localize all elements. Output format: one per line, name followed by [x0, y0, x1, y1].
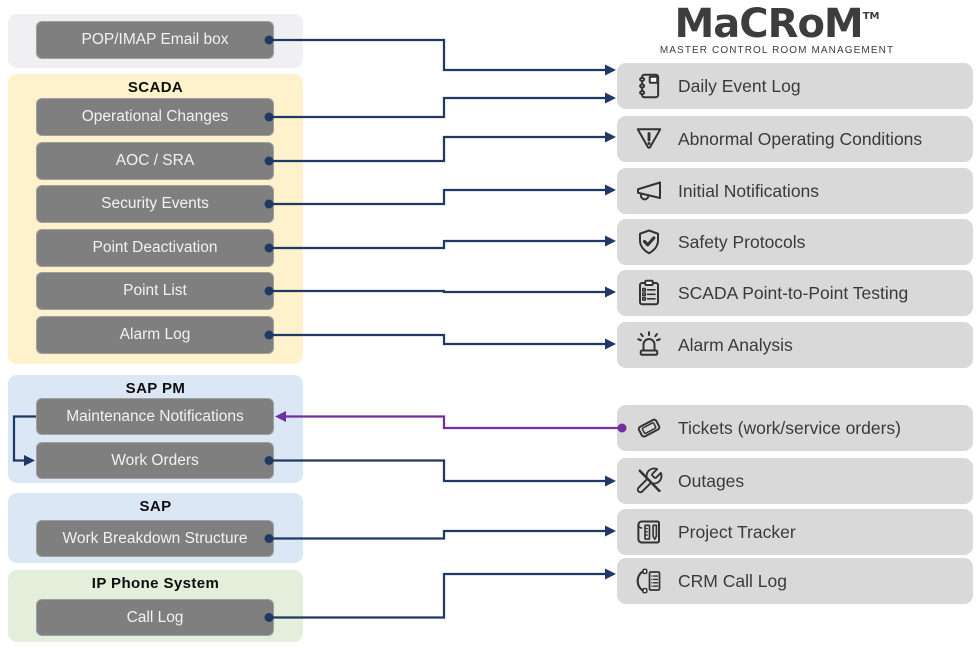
macrom-logo-wordmark: MaCRoMTM	[674, 1, 880, 47]
notebook-icon	[633, 70, 665, 102]
feature-initial-notifications: Initial Notifications	[617, 168, 973, 214]
edge-security-events-to-initial-notifications	[264, 184, 616, 209]
source-group-ip-phone: IP Phone System Call Log	[8, 570, 303, 642]
edge-aoc-sra-to-abnormal-operating-conditions	[264, 131, 616, 166]
edge-point-list-to-scada-point-to-point-testing	[264, 286, 616, 298]
node-maintenance-notifications: Maintenance Notifications	[36, 398, 274, 435]
feature-label: Alarm Analysis	[678, 334, 793, 355]
warning-triangle-icon	[633, 123, 665, 155]
feature-label: Project Tracker	[678, 521, 796, 542]
edge-point-deactivation-to-safety-protocols	[264, 235, 616, 253]
feature-abnormal-operating-conditions: Abnormal Operating Conditions	[617, 116, 973, 162]
node-operational-changes: Operational Changes	[36, 98, 274, 136]
group-label-sap: SAP	[139, 498, 172, 515]
feature-label: Safety Protocols	[678, 231, 806, 252]
group-label-ip-phone-system: IP Phone System	[91, 575, 220, 592]
feature-safety-protocols: Safety Protocols	[617, 219, 973, 265]
phone-log-icon	[633, 565, 665, 597]
edge-tickets-to-maintenance-notifications	[275, 411, 627, 433]
edge-alarm-log-to-alarm-analysis	[264, 330, 616, 350]
feature-label: Daily Event Log	[678, 75, 801, 96]
node-work-orders: Work Orders	[36, 442, 274, 479]
source-group-email: POP/IMAP Email box	[8, 14, 303, 68]
node-alarm-log: Alarm Log	[36, 316, 274, 354]
megaphone-icon	[633, 175, 665, 207]
feature-label: Initial Notifications	[678, 180, 820, 201]
node-security-events: Security Events	[36, 185, 274, 223]
group-label-sap-pm: SAP PM	[125, 380, 186, 397]
clipboard-checklist-icon	[633, 277, 665, 309]
node-work-breakdown-structure: Work Breakdown Structure	[36, 520, 274, 557]
feature-scada-point-to-point-testing: SCADA Point-to-Point Testing	[617, 270, 973, 316]
ticket-icon	[633, 412, 665, 444]
edge-work-orders-to-outages	[264, 456, 616, 487]
feature-crm-call-log: CRM Call Log	[617, 558, 973, 604]
source-group-sap: SAP Work Breakdown Structure	[8, 493, 303, 563]
feature-project-tracker: Project Tracker	[617, 509, 973, 555]
feature-label: Abnormal Operating Conditions	[678, 128, 923, 149]
node-point-list: Point List	[36, 272, 274, 310]
blueprint-ruler-icon	[633, 516, 665, 548]
edge-call-log-to-crm-call-log	[264, 568, 616, 622]
edge-pop-imap-to-daily-event-log	[264, 35, 616, 76]
node-point-deactivation: Point Deactivation	[36, 229, 274, 267]
feature-tickets: Tickets (work/service orders)	[617, 405, 973, 451]
feature-label: Outages	[678, 470, 745, 491]
source-group-scada: SCADA Operational Changes AOC / SRA Secu…	[8, 74, 303, 364]
node-aoc-sra: AOC / SRA	[36, 142, 274, 180]
shield-check-icon	[633, 226, 665, 258]
source-group-sap-pm: SAP PM Maintenance Notifications Work Or…	[8, 375, 303, 483]
edge-operational-changes-to-daily-event-log	[264, 92, 616, 122]
feature-outages: Outages	[617, 458, 973, 504]
trademark-symbol: TM	[862, 11, 880, 22]
wrench-slash-icon	[633, 465, 665, 497]
edge-work-breakdown-structure-to-project-tracker	[264, 525, 616, 543]
macrom-logo-tagline: MASTER CONTROL ROOM MANAGEMENT	[659, 45, 895, 56]
feature-alarm-analysis: Alarm Analysis	[617, 322, 973, 368]
node-call-log: Call Log	[36, 599, 274, 636]
node-pop-imap-email-box: POP/IMAP Email box	[36, 21, 274, 59]
feature-daily-event-log: Daily Event Log	[617, 63, 973, 109]
group-label-scada: SCADA	[127, 79, 184, 96]
siren-icon	[633, 329, 665, 361]
feature-label: Tickets (work/service orders)	[678, 417, 901, 438]
feature-label: SCADA Point-to-Point Testing	[678, 282, 909, 303]
feature-label: CRM Call Log	[678, 570, 787, 591]
macrom-logo: MaCRoMTM MASTER CONTROL ROOM MANAGEMENT	[648, 4, 906, 56]
